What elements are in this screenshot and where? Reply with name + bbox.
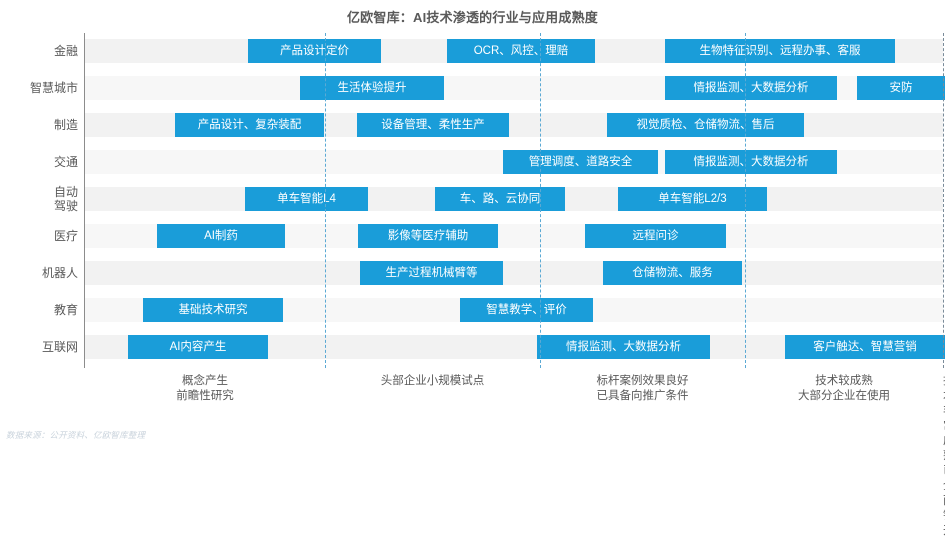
application-bar[interactable]: 单车智能L2/3: [618, 187, 767, 211]
stage-label-stage1: 概念产生前瞻性研究: [85, 374, 325, 404]
application-bar[interactable]: 安防: [857, 76, 945, 100]
application-bar[interactable]: AI内容产生: [128, 335, 268, 359]
application-bar[interactable]: 生产过程机械臂等: [360, 261, 503, 285]
category-label-line: 机器人: [41, 266, 78, 280]
stage-label-stage4: 技术较成熟大部分企业在使用: [745, 374, 943, 404]
application-bar[interactable]: 智慧教学、评价: [460, 298, 593, 322]
category-label-line: 教育: [53, 303, 78, 317]
application-bar[interactable]: 产品设计定价: [248, 39, 381, 63]
application-bar[interactable]: AI制药: [157, 224, 285, 248]
category-label-line: 自动: [53, 185, 78, 199]
category-label-line: 驾驶: [53, 199, 78, 213]
application-bar[interactable]: 仓储物流、服务: [603, 261, 742, 285]
category-label-line: 智慧城市: [29, 81, 78, 95]
row-band: [85, 261, 943, 285]
category-label-医疗: 医疗: [0, 229, 78, 243]
category-label-互联网: 互联网: [0, 340, 78, 354]
category-label-line: 互联网: [41, 340, 78, 354]
stage-label-line: 技术较成熟: [815, 375, 873, 387]
stage-label-stage3: 标杆案例效果良好已具备向推广条件: [540, 374, 745, 404]
application-bar[interactable]: 情报监测、大数据分析: [537, 335, 710, 359]
application-bar[interactable]: 管理调度、道路安全: [503, 150, 658, 174]
stage-label-line: 已具备向推广条件: [596, 390, 689, 402]
category-label-智慧城市: 智慧城市: [0, 81, 78, 95]
application-bar[interactable]: 影像等医疗辅助: [358, 224, 498, 248]
application-bar[interactable]: 客户触达、智慧营销: [785, 335, 945, 359]
stage-label-line: 大部分企业在使用: [798, 390, 890, 402]
application-bar[interactable]: 产品设计、复杂装配: [175, 113, 324, 137]
page-title: 亿欧智库：AI技术渗透的行业与应用成熟度: [346, 10, 598, 25]
stage-divider: [943, 33, 944, 368]
category-label-教育: 教育: [0, 303, 78, 317]
source-note: 数据来源：公开资料、亿欧智库整理: [6, 430, 146, 440]
category-label-line: 医疗: [53, 229, 78, 243]
y-axis-line: [84, 33, 85, 368]
application-bar[interactable]: 基础技术研究: [143, 298, 283, 322]
application-bar[interactable]: 视觉质检、仓储物流、售后: [607, 113, 804, 137]
application-bar[interactable]: 生活体验提升: [300, 76, 444, 100]
stage-label-line: 前瞻性研究: [176, 390, 234, 402]
application-bar[interactable]: 车、路、云协同: [435, 187, 565, 211]
application-bar[interactable]: 单车智能L4: [245, 187, 368, 211]
stage-divider: [325, 33, 326, 368]
category-label-机器人: 机器人: [0, 266, 78, 280]
stage-divider: [745, 33, 746, 368]
application-bar[interactable]: 设备管理、柔性生产: [357, 113, 509, 137]
application-bar[interactable]: 远程问诊: [585, 224, 726, 248]
stage-label-stage2: 头部企业小规模试点: [325, 374, 540, 389]
category-label-自动驾驶: 自动驾驶: [0, 185, 78, 213]
stage-label-line: 头部企业小规模试点: [380, 375, 485, 387]
application-bar[interactable]: 生物特征识别、远程办事、客服: [665, 39, 895, 63]
category-label-交通: 交通: [0, 155, 78, 169]
application-bar[interactable]: OCR、风控、理赔: [447, 39, 595, 63]
category-label-金融: 金融: [0, 44, 78, 58]
category-label-line: 制造: [53, 118, 78, 132]
application-bar[interactable]: 情报监测、大数据分析: [665, 150, 837, 174]
category-label-line: 金融: [53, 44, 78, 58]
application-bar[interactable]: 情报监测、大数据分析: [665, 76, 837, 100]
category-label-制造: 制造: [0, 118, 78, 132]
stage-label-line: 标杆案例效果良好: [596, 375, 689, 387]
stage-divider: [540, 33, 541, 368]
stage-label-line: 概念产生: [182, 375, 228, 387]
category-label-line: 交通: [53, 155, 78, 169]
